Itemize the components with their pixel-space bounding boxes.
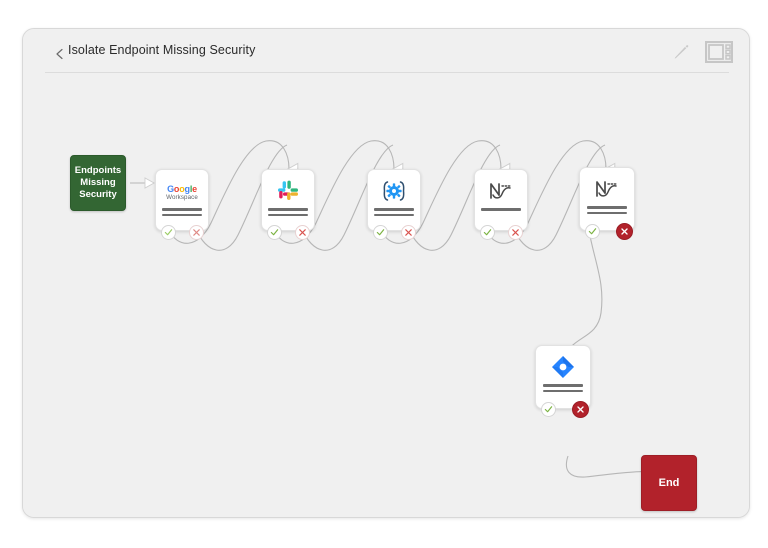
header-divider	[45, 72, 729, 73]
chart-curve-icon	[486, 177, 516, 205]
end-node-label: End	[658, 477, 680, 489]
workflow-edges	[130, 140, 694, 504]
node-slack[interactable]	[261, 169, 315, 240]
chart-curve-icon	[592, 175, 622, 203]
pencil-icon[interactable]	[671, 42, 691, 67]
header-toolbar	[671, 40, 734, 68]
jira-diamond-icon	[550, 353, 576, 381]
panel-header: Isolate Endpoint Missing Security	[23, 29, 749, 73]
node-success-badge[interactable]	[267, 225, 282, 240]
chevron-left-icon[interactable]	[53, 47, 67, 61]
start-node-label: Endpoints Missing Security	[74, 165, 122, 200]
node-detail-bars	[374, 208, 414, 216]
node-success-badge[interactable]	[480, 225, 495, 240]
node-card[interactable]	[535, 345, 591, 409]
layout-panel-icon[interactable]	[704, 40, 734, 68]
node-detail-bars	[268, 208, 308, 216]
node-netskope-2[interactable]	[579, 167, 635, 240]
node-card[interactable]	[261, 169, 315, 231]
end-node[interactable]: End	[641, 455, 697, 511]
node-failure-badge-active[interactable]	[616, 223, 633, 240]
start-node[interactable]: Endpoints Missing Security	[70, 155, 126, 211]
code-gear-icon	[379, 177, 409, 205]
node-jira[interactable]	[535, 345, 591, 418]
node-card[interactable]	[474, 169, 528, 231]
node-google-workspace[interactable]: Google Workspace	[155, 169, 209, 240]
node-success-badge[interactable]	[373, 225, 388, 240]
node-failure-badge[interactable]	[508, 225, 523, 240]
node-script[interactable]	[367, 169, 421, 240]
node-success-badge[interactable]	[161, 225, 176, 240]
node-failure-badge[interactable]	[401, 225, 416, 240]
node-detail-bars	[162, 208, 202, 216]
node-card[interactable]: Google Workspace	[155, 169, 209, 231]
node-detail-bars	[543, 384, 583, 392]
workflow-canvas[interactable]: Endpoints Missing Security Google Worksp…	[23, 73, 749, 517]
node-detail-bars	[481, 208, 521, 211]
node-detail-bars	[587, 206, 627, 214]
slack-icon	[275, 177, 301, 205]
node-netskope-1[interactable]	[474, 169, 528, 240]
google-workspace-icon: Google Workspace	[166, 183, 198, 201]
node-success-badge[interactable]	[585, 224, 600, 239]
page-title: Isolate Endpoint Missing Security	[68, 43, 256, 57]
node-failure-badge-active[interactable]	[572, 401, 589, 418]
workflow-panel: Isolate Endpoint Missing Security	[22, 28, 750, 518]
node-failure-badge[interactable]	[189, 225, 204, 240]
node-success-badge[interactable]	[541, 402, 556, 417]
node-failure-badge[interactable]	[295, 225, 310, 240]
node-card[interactable]	[579, 167, 635, 231]
node-card[interactable]	[367, 169, 421, 231]
